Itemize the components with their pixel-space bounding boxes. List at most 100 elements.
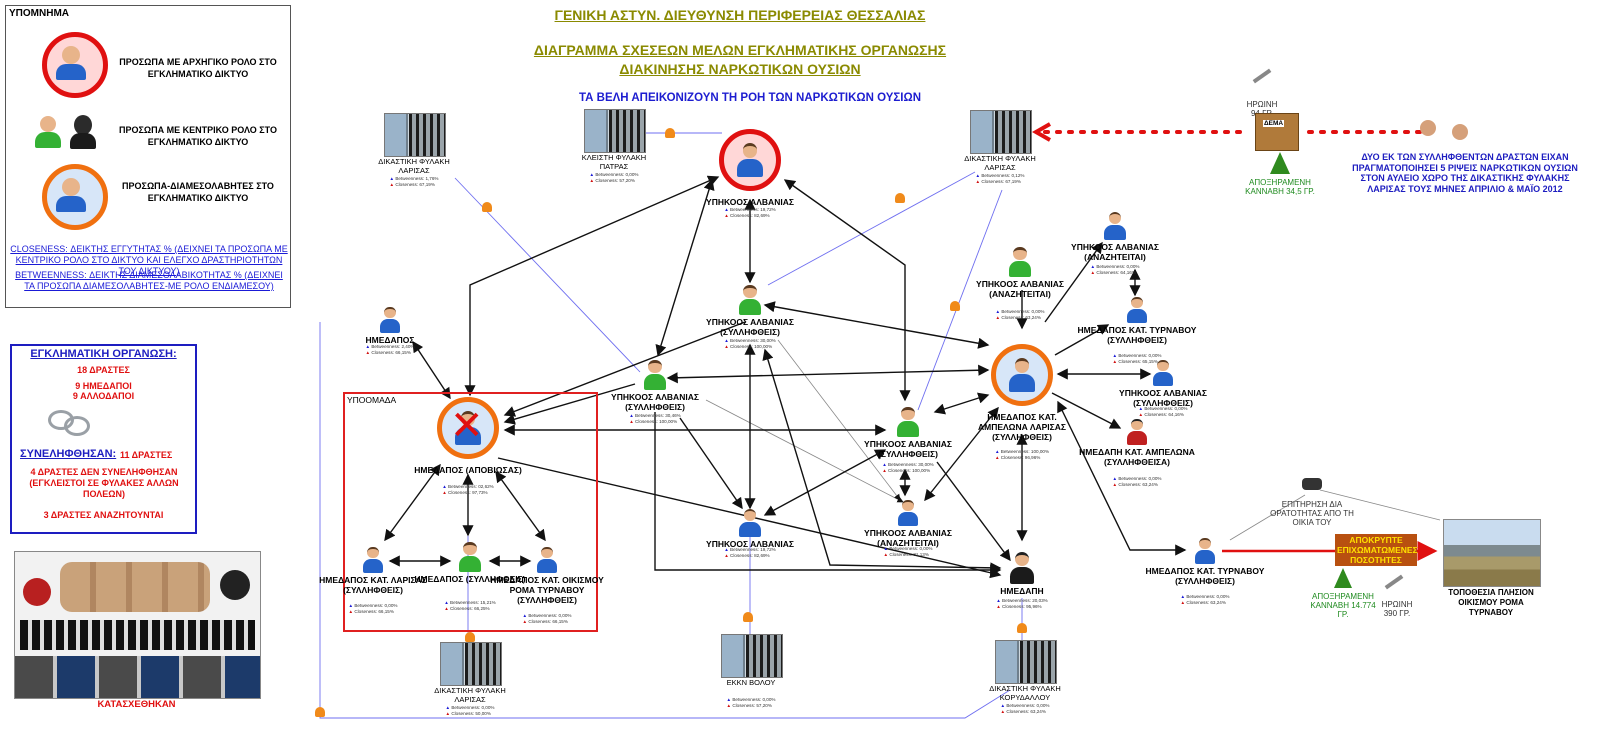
- betweenness-marker-icon: ▲: [348, 603, 355, 608]
- betweenness-number: 0,00%: [384, 603, 398, 608]
- prison-korydallos-metrics: ▲ Betweenness: 0,00%▲ Closeness: 63,24%: [1001, 703, 1050, 715]
- closeness-value: ▲ Closeness: 100,00%: [882, 468, 934, 474]
- betweenness-number: 30,00%: [760, 338, 776, 343]
- courier-icon: [665, 128, 675, 138]
- node-tyrnavos2-label: ΗΜΕΔΑΠΟΣ ΚΑΤ. ΤΥΡΝΑΒΟΥ (ΣΥΛΛΗΦΘΕΙΣ): [1145, 566, 1265, 586]
- closeness-label: Closeness:: [1118, 359, 1142, 364]
- betweenness-number: 0,00%: [1031, 309, 1045, 314]
- betweenness-number: 0,00%: [762, 697, 776, 702]
- prison-volos-label: ΕΚΚΝ ΒΟΛΟΥ: [726, 678, 776, 687]
- closeness-label: Closeness:: [635, 419, 658, 424]
- person-icon: [733, 143, 767, 177]
- betweenness-number: 15,21%: [480, 600, 496, 605]
- closeness-value: ▲ Closeness: 100,00%: [629, 419, 681, 425]
- prison-bars-icon: [995, 111, 1031, 153]
- arrested-label: ΣΥΝΕΛΗΦΘΗΣΑΝ:: [20, 448, 117, 460]
- org-foreigners: 9 ΑΛΛΟΔΑΠΟΙ: [72, 391, 135, 401]
- closeness-number: 66,15%: [395, 350, 411, 355]
- leader-legend-icon: [42, 32, 108, 98]
- prison-volos-icon: [721, 634, 783, 678]
- betweenness-marker-icon: ▲: [589, 172, 596, 177]
- person-icon: [1124, 419, 1150, 445]
- closeness-value: ▲ Closeness: 67,19%: [390, 182, 439, 188]
- node-alb-arrested-center-label: ΥΠΗΚΟΟΣ ΑΛΒΑΝΙΑΣ (ΣΥΛΛΗΦΘΕΙΣ): [706, 317, 794, 337]
- closeness-value: ▲ Closeness: 97,73%: [442, 490, 494, 496]
- courier-icon: [1017, 623, 1027, 633]
- handcuffs-icon: [64, 416, 90, 436]
- betweenness-label: Betweenness:: [1001, 309, 1031, 314]
- betweenness-label: Betweenness:: [448, 484, 477, 489]
- betweenness-value: ▲ Betweenness: 15,21%: [444, 600, 496, 606]
- closeness-marker-icon: ▲: [348, 609, 355, 614]
- closeness-label: Closeness:: [730, 344, 753, 349]
- person-head-icon: [541, 547, 553, 559]
- prison-larisa-bottom-metrics: ▲ Betweenness: 0,00%▲ Closeness: 50,00%: [446, 705, 495, 717]
- courier-icon: [895, 193, 905, 203]
- organisation-summary: ΕΓΚΛΗΜΑΤΙΚΗ ΟΡΓΑΝΩΣΗ: 18 ΔΡΑΣΤΕΣ 9 ΗΜΕΔΑ…: [10, 344, 197, 534]
- person-green-icon: [40, 116, 56, 132]
- closeness-number: 96,96%: [1024, 455, 1041, 460]
- betweenness-label: Betweenness:: [635, 413, 664, 418]
- betweenness-number: 1,76%: [425, 176, 439, 181]
- closeness-marker-icon: ▲: [995, 315, 1002, 320]
- legend-central-text: ΠΡΟΣΩΠΑ ΜΕ ΚΕΝΤΡΙΚΟ ΡΟΛΟ ΣΤΟ ΕΓΚΛΗΜΑΤΙΚΟ…: [119, 125, 277, 147]
- closeness-number: 100,00%: [659, 419, 678, 424]
- person-head-icon: [384, 307, 396, 319]
- betweenness-number: 0,00%: [625, 172, 639, 177]
- deceased-cross-icon: ✕: [450, 404, 484, 448]
- legend-panel: ΥΠΟΜΝΗΜΑ ΠΡΟΣΩΠΑ ΜΕ ΑΡΧΗΓΙΚΟ ΡΟΛΟ ΣΤΟ ΕΓ…: [5, 5, 291, 308]
- closeness-value: ▲ Closeness: 96,96%: [995, 455, 1049, 461]
- prison-larisa-right-label: ΔΙΚΑΣΤΙΚΗ ΦΥΛΑΚΗ ΛΑΡΙΣΑΣ: [964, 154, 1036, 172]
- person-head-icon: [1131, 419, 1143, 431]
- betweenness-value: ▲ Betweenness: 100,00%: [995, 449, 1049, 455]
- person-icon: [1101, 212, 1129, 240]
- betweenness-number: 0,00%: [1174, 406, 1188, 411]
- betweenness-number: 0,00%: [1126, 264, 1140, 269]
- person-icon: [893, 407, 923, 437]
- org-members: 18 ΔΡΑΣΤΕΣ: [77, 365, 130, 375]
- prison-cannabis-label: ΑΠΟΞΗΡΑΜΕΝΗ ΚΑΝΝΑΒΗ 34,5 ΓΡ.: [1245, 178, 1315, 196]
- betweenness-value: ▲ Betweenness: 19,72%: [724, 547, 776, 553]
- node-hmedaph-label: ΗΜΕΔΑΠΗ: [1000, 586, 1044, 596]
- prison-bars-icon: [1020, 641, 1056, 683]
- closeness-label: Closeness:: [730, 553, 753, 558]
- betweenness-label: Betweenness:: [595, 172, 625, 177]
- closeness-value: ▲ Closeness: 66,15%: [523, 619, 572, 625]
- betweenness-number: 0,00%: [481, 705, 495, 710]
- person-head-icon: [1157, 360, 1169, 372]
- person-icon: [360, 547, 386, 573]
- closeness-marker-icon: ▲: [1138, 412, 1145, 417]
- node-leader-label: ΥΠΗΚΟΟΣ ΑΛΒΑΝΙΑΣ: [706, 197, 794, 207]
- betweenness-number: 2,40%: [401, 344, 415, 349]
- betweenness-marker-icon: ▲: [442, 484, 449, 489]
- location-photo: [1443, 519, 1541, 587]
- betweenness-value: ▲ Betweenness: 0,00%: [349, 603, 398, 609]
- person-body-icon: [363, 558, 383, 573]
- person-body-icon: [537, 558, 557, 573]
- prison-bars-icon: [465, 643, 501, 685]
- betweenness-number: 0,12%: [1011, 173, 1025, 178]
- person-body-icon: [1195, 549, 1215, 564]
- closeness-number: 82,69%: [754, 553, 770, 558]
- roma-heroin-label: ΗΡΩΙΝΗ 390 ΓΡ.: [1381, 600, 1413, 618]
- closeness-marker-icon: ▲: [1000, 709, 1007, 714]
- prison-bars-icon: [609, 110, 645, 152]
- betweenness-value: ▲ Betweenness: 0,00%: [1113, 476, 1162, 482]
- closeness-number: 82,69%: [754, 213, 770, 218]
- person-icon: [1150, 360, 1176, 386]
- node-broker-label: ΗΜΕΔΑΠΟΣ ΚΑΤ. ΑΜΠΕΛΩΝΑ ΛΑΡΙΣΑΣ (ΣΥΛΛΗΦΘΕ…: [977, 412, 1066, 442]
- betweenness-label: Betweenness:: [1144, 406, 1174, 411]
- node-alb-arrested-left-metrics: ▲ Betweenness: 30,46%▲ Closeness: 100,00…: [629, 413, 681, 425]
- betweenness-value: ▲ Betweenness: 0,12%: [976, 173, 1025, 179]
- closeness-number: 66,15%: [552, 619, 568, 624]
- person-head-icon: [367, 547, 379, 559]
- betweenness-marker-icon: ▲: [724, 547, 731, 552]
- betweenness-number: 100,00%: [1030, 449, 1050, 454]
- betweenness-number: 20,03%: [1032, 598, 1048, 603]
- prison-patras-label: ΚΛΕΙΣΤΗ ΦΥΛΑΚΗ ΠΑΤΡΑΣ: [581, 153, 647, 171]
- closeness-number: 63,24%: [1025, 315, 1041, 320]
- arrows-note: ΤΑ ΒΕΛΗ ΑΠΕΙΚΟΝΙΖΟΥΝ ΤΗ ΡΟΗ ΤΩΝ ΝΑΡΚΩΤΙΚ…: [578, 92, 922, 104]
- closeness-number: 63,24%: [1030, 709, 1046, 714]
- legend-closeness: CLOSENESS: ΔΕΙΚΤΗΣ ΕΓΓΥΤΗΤΑΣ % (ΔΕΙΧΝΕΙ …: [10, 244, 288, 276]
- betweenness-marker-icon: ▲: [444, 600, 451, 605]
